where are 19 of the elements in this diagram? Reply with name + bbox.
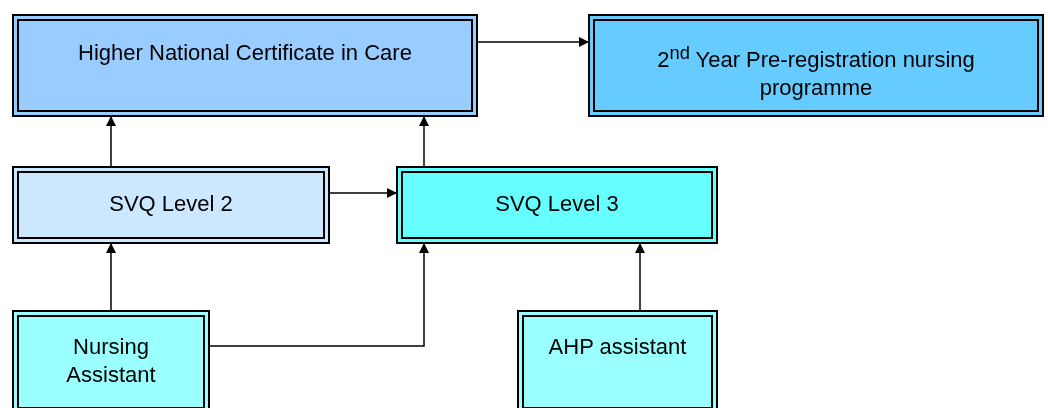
arrow [419,116,429,167]
arrow [477,37,589,47]
process-box [12,166,330,244]
arrow [635,243,645,311]
box-label: SVQ Level 3 [494,190,620,218]
box-label: 2$^{nd}$ Year Pre-registration nursing programme [656,41,976,103]
process-box [12,310,210,408]
box-label: Nursing Assistant [65,333,157,389]
arrow [329,188,397,198]
arrow [209,243,429,347]
box-label: SVQ Level 2 [108,190,234,218]
process-box [588,14,1044,117]
box-label: AHP assistant [547,333,688,361]
arrow [106,116,116,167]
process-box [517,310,718,408]
process-box [396,166,718,244]
process-box [12,14,478,117]
arrow [106,243,116,311]
box-label: Higher National Certificate in Care [77,39,413,67]
